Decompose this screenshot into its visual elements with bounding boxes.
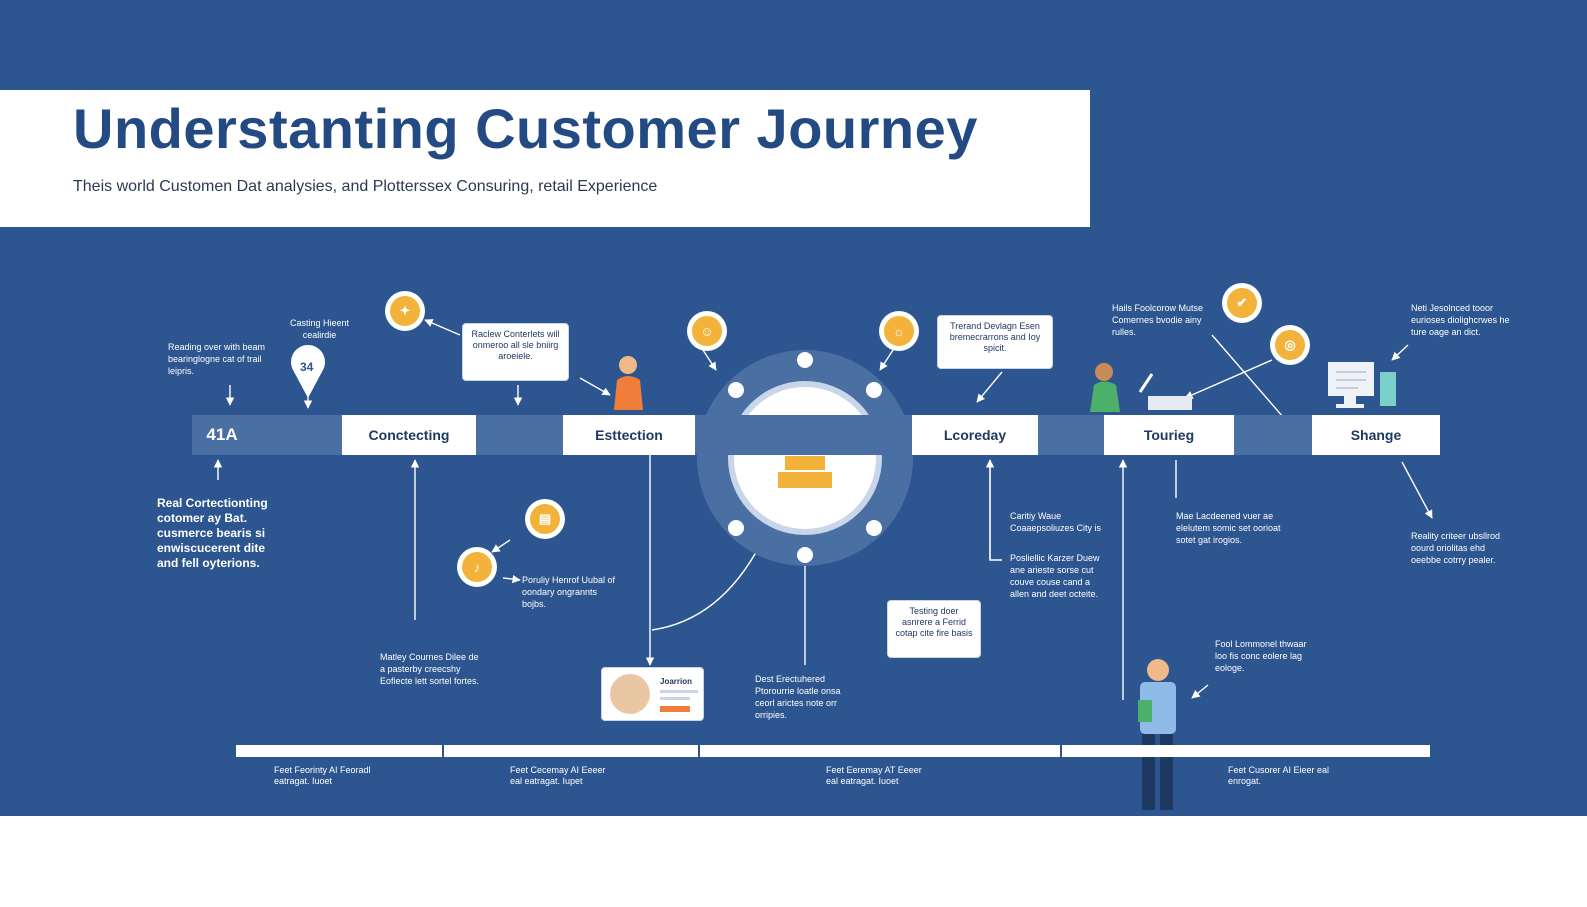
- coin-icon: ♪: [457, 547, 497, 587]
- callout-raclew: Raclew Conterlets will onmeroo all sle b…: [462, 323, 569, 381]
- person-icon: [1090, 363, 1192, 412]
- status-badge: [660, 706, 690, 712]
- note-poslietic: Posliellic Karzer Duew ane arieste sorse…: [1010, 553, 1100, 599]
- profile-name: Joarrion: [660, 677, 693, 686]
- computer-icon: [1328, 362, 1396, 408]
- stage-2: Conctecting: [342, 415, 476, 455]
- note-neti: Neti Jesolnced tooor eurioses diolighcrw…: [1411, 303, 1510, 337]
- timeline-label-1: Feet Feorinty AI Feoradl eatragat. Iuoet: [274, 765, 371, 786]
- person-icon: [614, 356, 643, 410]
- stage-1: 41A: [192, 415, 252, 455]
- timeline-label-2: Feet Cecemay AI Eeeer eal eatragat. Iupe…: [510, 765, 606, 786]
- timeline-segment-2: [444, 745, 698, 757]
- callout-testing: Testing doer asnrere a Ferrid cotap cite…: [887, 600, 981, 658]
- note-casting: Casting Hieent cealirdie: [289, 318, 350, 340]
- location-pin-icon: [291, 345, 325, 398]
- note-parity: Poruliy Henrof Uubal of oondary ongrannt…: [522, 575, 616, 609]
- note-mailey: Matley Cournes Dilee de a pasterby creec…: [380, 652, 480, 686]
- page-subtitle: Theis world Customen Dat analysies, and …: [73, 178, 658, 195]
- note-caritily: Caritiy Waue Coaaepsoliuzes City is: [1010, 511, 1102, 533]
- note-hails: Hails Foolcorow Mutse Comernes bvodie ai…: [1112, 303, 1204, 337]
- timeline-label-3: Feet Eeremay AT Eeeer eal eatragat. Iuoe…: [826, 765, 922, 786]
- note-reality: Reality criteer ubsllrod oourd oriolitas…: [1411, 531, 1501, 565]
- timeline-label-4: Feet Cusorer AI Eieer eal enrogat.: [1228, 765, 1330, 786]
- coin-icon: ◎: [1270, 325, 1310, 365]
- coin-icon: ✔: [1222, 283, 1262, 323]
- profile-card: Joarrion: [601, 667, 704, 721]
- avatar: [610, 674, 650, 714]
- lightbulb-icon: ✦: [385, 291, 425, 331]
- stage-5: Tourieg: [1104, 415, 1234, 455]
- stage-4: Lcoreday: [912, 415, 1038, 455]
- stage-6: Shange: [1312, 415, 1440, 455]
- timeline-segment-1: [236, 745, 442, 757]
- header-panel: [0, 90, 1090, 227]
- callout-trerad: Trerand Devlagn Esen bremecrarrons and I…: [937, 315, 1053, 369]
- note-mae: Mae Lacdeened vuer ae elelutem somic set…: [1176, 511, 1281, 545]
- pin-label: 34: [300, 360, 314, 374]
- coin-icon: ☺: [687, 311, 727, 351]
- note-left-big: Real Cortectionting cotomer ay Bat. cusm…: [157, 496, 268, 570]
- coin-icon: ☼: [879, 311, 919, 351]
- stage-3: Esttection: [563, 415, 695, 455]
- person-icon: [1138, 659, 1176, 810]
- note-top-left: Reading over with beam bearinglogne cat …: [168, 342, 266, 376]
- note-dest: Dest Erectuhered Ptorourrie loatle onsa …: [755, 674, 841, 720]
- note-fool: Fool Lommonel thwaar loo fis conc eolere…: [1215, 639, 1307, 673]
- timeline-segment-3: [700, 745, 1060, 757]
- timeline-segment-4: [1062, 745, 1430, 757]
- page-title: Understanting Customer Journey: [73, 97, 978, 160]
- coin-icon: ▤: [525, 499, 565, 539]
